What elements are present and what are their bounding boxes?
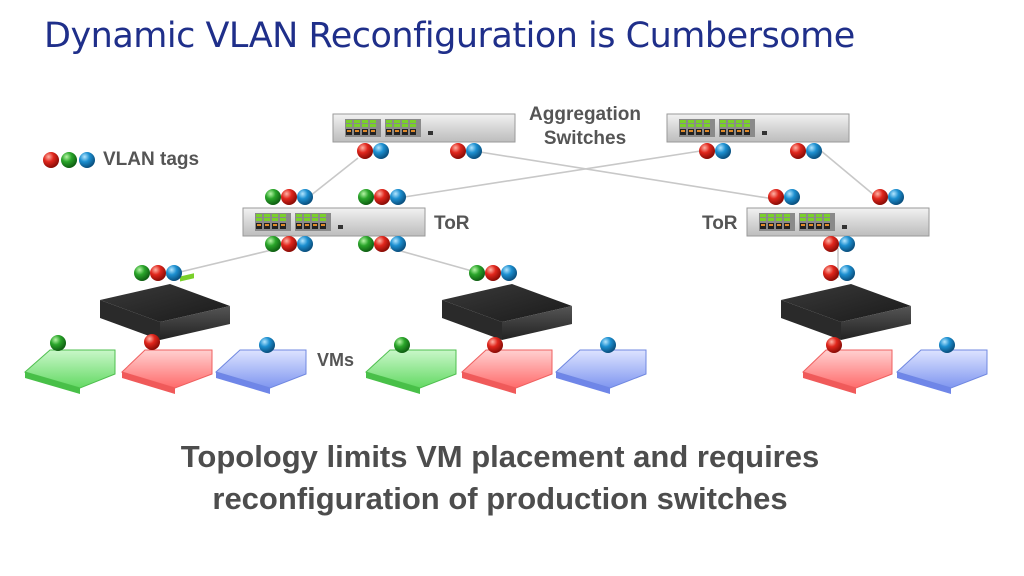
vlan-tag-icon [823, 236, 839, 252]
tor-switch-right [746, 207, 930, 237]
vlan-tag-icon [79, 152, 95, 168]
aggregation-label-line1: Aggregation [529, 104, 641, 125]
server-3 [781, 284, 911, 340]
vlan-tag-icon [715, 143, 731, 159]
vlan-tag-icon [839, 265, 855, 281]
vlan-tag-icon [390, 189, 406, 205]
vlan-tag-icon [699, 143, 715, 159]
vlan-tag-icon [872, 189, 888, 205]
vm-red-2 [461, 349, 553, 394]
vlan-tag-icon [806, 143, 822, 159]
vlan-tag-icon [61, 152, 77, 168]
vlan-tag-icon [43, 152, 59, 168]
vlan-tag-icon [357, 143, 373, 159]
slide-title: Dynamic VLAN Reconfiguration is Cumberso… [44, 16, 855, 56]
tor-switch-left [242, 207, 426, 237]
vlan-tag-icon [50, 335, 66, 351]
link-agg2-tor1 [384, 149, 708, 201]
vm-blue-1 [215, 349, 307, 394]
vlan-tag-icon [466, 143, 482, 159]
vms-label: VMs [317, 350, 355, 370]
vlan-tag-icon [134, 265, 150, 281]
vlan-tag-icon [487, 337, 503, 353]
server-2 [442, 284, 572, 340]
caption-line-1: Topology limits VM placement and require… [180, 439, 820, 474]
vm-red-1 [121, 349, 213, 394]
aggregation-switch-2 [666, 113, 850, 143]
vm-blue-2 [555, 349, 647, 394]
vlan-tag-icon [826, 337, 842, 353]
vlan-tag-icon [768, 189, 784, 205]
vlan-tag-icon [281, 236, 297, 252]
vlan-tag-icon [297, 189, 313, 205]
vlan-tag-icon [281, 189, 297, 205]
vlan-tag-icon [150, 265, 166, 281]
vlan-tag-icon [297, 236, 313, 252]
vlan-tag-icon [373, 143, 389, 159]
vlan-tags-legend-label: VLAN tags [103, 149, 200, 170]
vm-green-1 [23, 349, 116, 394]
caption-line-2: reconfiguration of production switches [212, 481, 788, 516]
link-agg2-tor2 [819, 149, 881, 201]
vlan-tag-icon [469, 265, 485, 281]
vlan-tag-icon [823, 265, 839, 281]
vm-green-2 [365, 349, 457, 394]
vlan-tag-icon [784, 189, 800, 205]
vlan-tag-icon [394, 337, 410, 353]
vlan-tag-icon [390, 236, 406, 252]
vlan-tag-icon [939, 337, 955, 353]
tor-right-label: ToR [702, 213, 738, 234]
vlan-tag-icon [485, 265, 501, 281]
link-agg1-tor1 [304, 157, 359, 201]
vlan-tag-icon [259, 337, 275, 353]
vlan-tag-icon [265, 189, 281, 205]
vlan-tag-icon [374, 236, 390, 252]
aggregation-switch-1 [332, 113, 516, 143]
slide-caption: Topology limits VM placement and require… [100, 436, 900, 520]
aggregation-label-line2: Switches [543, 128, 627, 149]
vm-blue-3 [896, 349, 988, 394]
vlan-tag-icon [358, 236, 374, 252]
aggregation-switches-label: Aggregation Switches [500, 103, 670, 151]
link-agg1-tor2 [479, 151, 781, 201]
vlan-tag-icon [450, 143, 466, 159]
vlan-tag-icon [358, 189, 374, 205]
vlan-tag-icon [888, 189, 904, 205]
vlan-tag-icon [265, 236, 281, 252]
tor-left-label: ToR [434, 213, 470, 234]
vlan-tag-icon [374, 189, 390, 205]
vlan-tags [43, 143, 955, 353]
vlan-tag-icon [600, 337, 616, 353]
vlan-tag-icon [166, 265, 182, 281]
vlan-tag-icon [144, 334, 160, 350]
vlan-tag-icon [790, 143, 806, 159]
vlan-tag-icon [839, 236, 855, 252]
vm-red-3 [802, 349, 893, 394]
server-1 [100, 273, 230, 340]
vlan-tag-icon [501, 265, 517, 281]
